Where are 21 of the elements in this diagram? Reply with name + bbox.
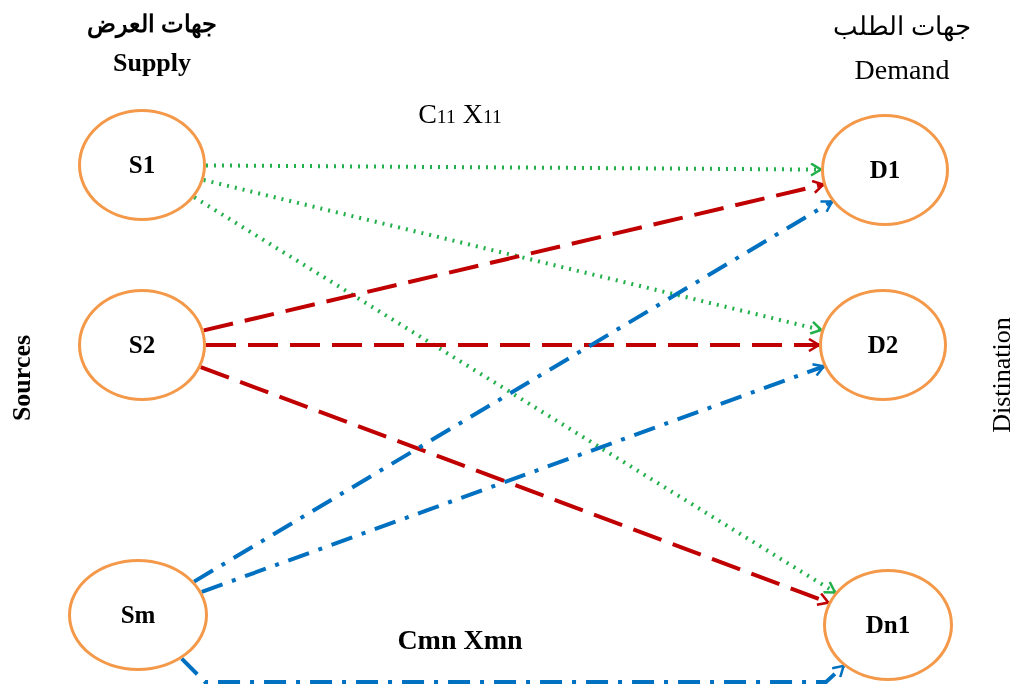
arrow bbox=[180, 657, 845, 684]
column-heading: جهات الطلب bbox=[833, 10, 971, 42]
column-heading: Demand bbox=[854, 54, 950, 86]
supply-demand-circle bbox=[78, 289, 206, 401]
supply-demand-circle bbox=[821, 114, 949, 226]
node-label: S2 bbox=[128, 331, 156, 359]
node-label: D1 bbox=[869, 156, 901, 184]
supply-demand-circle bbox=[78, 109, 206, 221]
axis-caption: Distination bbox=[987, 317, 1017, 433]
node-label: D2 bbox=[867, 331, 899, 359]
supply-demand-circle bbox=[819, 289, 947, 401]
axis-caption: Sources bbox=[7, 334, 37, 422]
supply-demand-circle bbox=[823, 569, 953, 681]
arrow bbox=[206, 337, 821, 353]
node-label: Dn1 bbox=[865, 611, 911, 639]
column-heading: جهات العرض bbox=[87, 10, 217, 38]
node-label: S1 bbox=[128, 151, 156, 179]
supply-demand-circle bbox=[68, 559, 208, 671]
arrow bbox=[206, 162, 823, 177]
node-label: Sm bbox=[120, 601, 156, 629]
column-heading: Supply bbox=[112, 48, 192, 78]
